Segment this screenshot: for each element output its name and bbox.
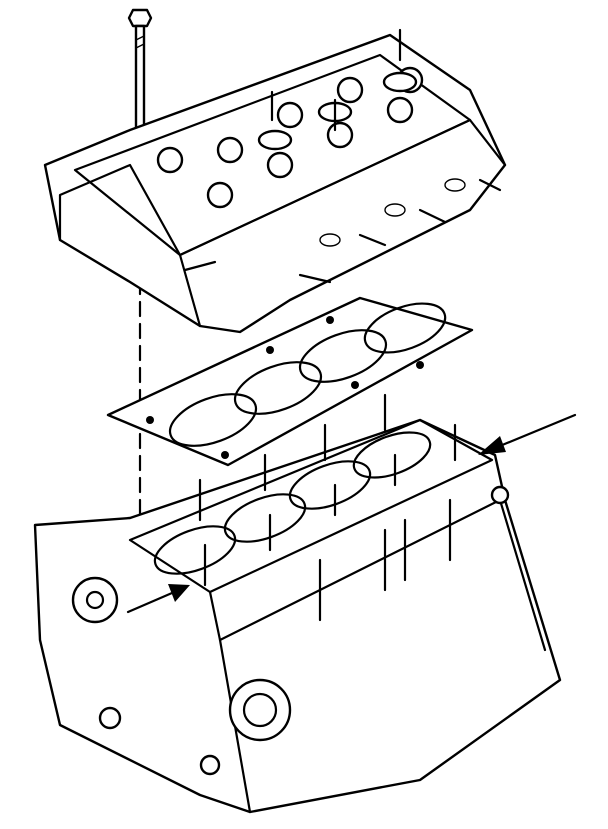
gasket-bore-2 xyxy=(233,361,323,415)
cylinder-head xyxy=(43,28,507,334)
valve-dowels xyxy=(270,28,402,132)
block-bore-2 xyxy=(223,493,307,543)
engine-block xyxy=(33,393,562,814)
locating-arrow-left xyxy=(126,584,190,614)
block-ribs xyxy=(318,498,547,652)
block-dowels xyxy=(198,393,457,587)
block-bore-4 xyxy=(352,431,432,479)
crank-bore xyxy=(228,678,292,742)
gasket-bore-1 xyxy=(168,393,258,447)
gasket-bore-4 xyxy=(363,302,447,354)
head-gasket xyxy=(106,296,474,467)
side-boss xyxy=(71,576,119,624)
block-bore-1 xyxy=(153,525,237,575)
intake-studs xyxy=(183,178,502,284)
locating-arrow-right xyxy=(478,413,577,455)
gasket-bore-3 xyxy=(298,329,388,383)
camshaft-journals xyxy=(156,66,424,209)
block-bore-3 xyxy=(288,460,372,510)
